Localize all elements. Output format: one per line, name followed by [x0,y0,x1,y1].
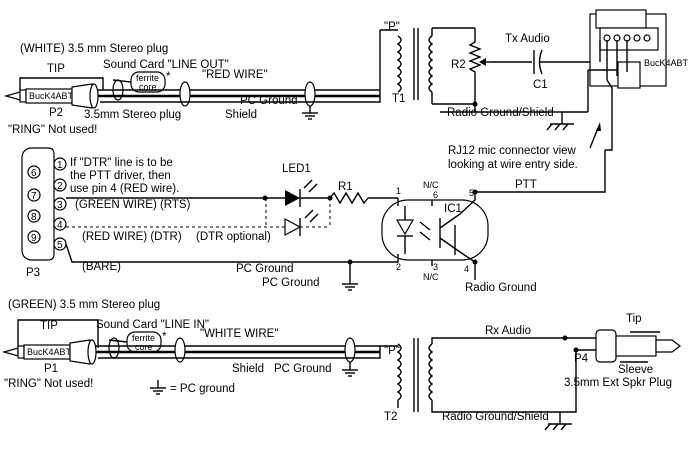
white-wire-label: "WHITE WIRE" [200,328,278,340]
c1-label: C1 [533,79,548,91]
ic1-pin5: 5 [469,188,474,198]
rj12-tag: BucK4ABT [644,58,689,68]
nc-bottom: N/C [423,272,439,282]
svg-text:3: 3 [57,200,63,211]
rj12-connector: BucK4ABT [589,9,689,89]
rx-pc-ground-label: PC Ground [274,363,332,375]
svg-text:4: 4 [57,220,63,231]
p1-label: P1 [44,363,58,375]
rj12-note-line1: RJ12 mic connector view [448,145,577,157]
dtr-note-line3: use pin 4 (RED wire). [70,183,179,195]
tx-shield-label: Shield [225,109,257,121]
ic1-pin6: 6 [433,190,438,200]
pc-ground-label-1: PC Ground [236,263,294,275]
t2-p-mark: "P" [384,345,400,357]
svg-text:7: 7 [31,191,37,202]
soundcard-line-in-label: Sound Card "LINE IN" [96,319,209,331]
p1-plug-title: (GREEN) 3.5 mm Stereo plug [8,299,160,311]
p2-tip-wire [19,77,104,90]
mid-radio-ground-label: Radio Ground [465,282,537,294]
red-wire-label: "RED WIRE" [202,69,268,81]
p1-tip-label: TIP [40,320,58,332]
rx-ferrite-bead [174,337,186,363]
transformer-t2: "P" T2 [384,338,434,423]
p2-brand: BucK4ABT [29,91,74,101]
ic1-pin2: 2 [396,262,401,272]
pc-ground-legend: = PC ground [150,380,235,395]
ic1-pin4: 4 [464,264,469,274]
p4-description: 3.5mm Ext Spkr Plug [564,377,672,389]
rx-audio-label: Rx Audio [485,325,531,337]
p2-tip-label: TIP [47,63,65,75]
pc-ground-legend-label: = PC ground [170,383,235,395]
p1-brand: BucK4ABT [27,347,72,357]
rx-shield-label: Shield [232,363,264,375]
svg-text:2: 2 [57,181,63,192]
svg-text:5: 5 [57,240,63,251]
svg-text:core: core [135,342,153,352]
resistor-r1: R1 [329,181,369,205]
svg-text:9: 9 [31,233,37,244]
ic1-pin3: 3 [433,262,438,272]
rj12-note-line2: looking at wire entry side. [448,159,578,171]
p2-stereo-plug: BucK4ABT [3,83,99,109]
svg-text:ferrite: ferrite [136,73,159,83]
t2-label: T2 [384,411,397,423]
p1-tip-wire [17,319,99,348]
led1: LED1 [282,163,318,207]
p2-sub-label: 3.5mm Stereo plug [84,109,181,121]
pc-ground-label-2: PC Ground [262,277,320,289]
rx-radio-ground-label: Radio Ground/Shield [442,411,549,423]
led1-label: LED1 [282,163,311,175]
p3-label: P3 [26,267,40,279]
p2-ring-note: "RING" Not used! [8,124,97,136]
rx-audio-section: (GREEN) 3.5 mm Stereo plug TIP Sound Car… [1,299,681,431]
nc-top: N/C [423,180,439,190]
ferrite-star: * [166,71,171,83]
r2-label: R2 [451,59,466,71]
r1-label: R1 [338,181,353,193]
p4-sleeve-label: Sleeve [618,364,653,376]
t1-p-mark: "P" [384,21,400,33]
svg-text:6: 6 [31,168,37,179]
svg-text:core: core [139,82,157,92]
svg-text:8: 8 [31,212,37,223]
tx-ferrite-bead [179,81,191,107]
svg-text:1: 1 [57,160,63,171]
p2-label: P2 [49,107,63,119]
p4-ext-speaker-plug: Tip Sleeve [595,313,681,376]
dtr-label: (RED WIRE) (DTR) [82,231,182,243]
p2-plug-title: (WHITE) 3.5 mm Stereo plug [20,43,168,55]
ic1-label: IC1 [444,203,462,215]
tx-pc-ground-label: PC Ground [240,95,298,107]
db9-connector-p3: 6 1 7 2 8 3 9 4 5 [21,147,67,261]
optocoupler-ic1: IC1 [381,199,489,261]
p4-label: P4 [574,353,589,365]
rx-ferrite-core: ferrite core * [108,331,167,359]
ptt-section: 6 1 7 2 8 3 9 4 5 P3 If "DTR" line is to… [21,40,613,294]
p1-stereo-plug: BucK4ABT [1,339,97,365]
dtr-optional-label: (DTR optional) [196,231,271,243]
svg-text:ferrite: ferrite [132,333,155,343]
rx-ferrite-star: * [162,331,167,343]
p4-tip-label: Tip [626,313,642,325]
tx-audio-label: Tx Audio [505,33,550,45]
t1-label: T1 [392,93,405,105]
tx-radio-ground-label: Radio Ground/Shield [447,107,554,119]
soundcard-line-out-label: Sound Card "LINE OUT" [103,59,229,71]
p1-ring-note: "RING" Not used! [4,378,93,390]
transformer-t1: "P" T1 [384,21,434,105]
potentiometer-r2: R2 [451,28,490,104]
tx-audio-section: (WHITE) 3.5 mm Stereo plug TIP Sound Car… [3,9,689,171]
capacitor-c1: C1 [533,49,548,91]
rts-label: (GREEN WIRE) (RTS) [75,199,191,211]
dtr-note-line2: the PTT driver, then [70,170,171,182]
ic1-pin1: 1 [396,186,401,196]
ptt-label: PTT [515,179,537,191]
bare-label: (BARE) [82,261,121,273]
dtr-note-line1: If "DTR" line is to be [70,157,173,169]
